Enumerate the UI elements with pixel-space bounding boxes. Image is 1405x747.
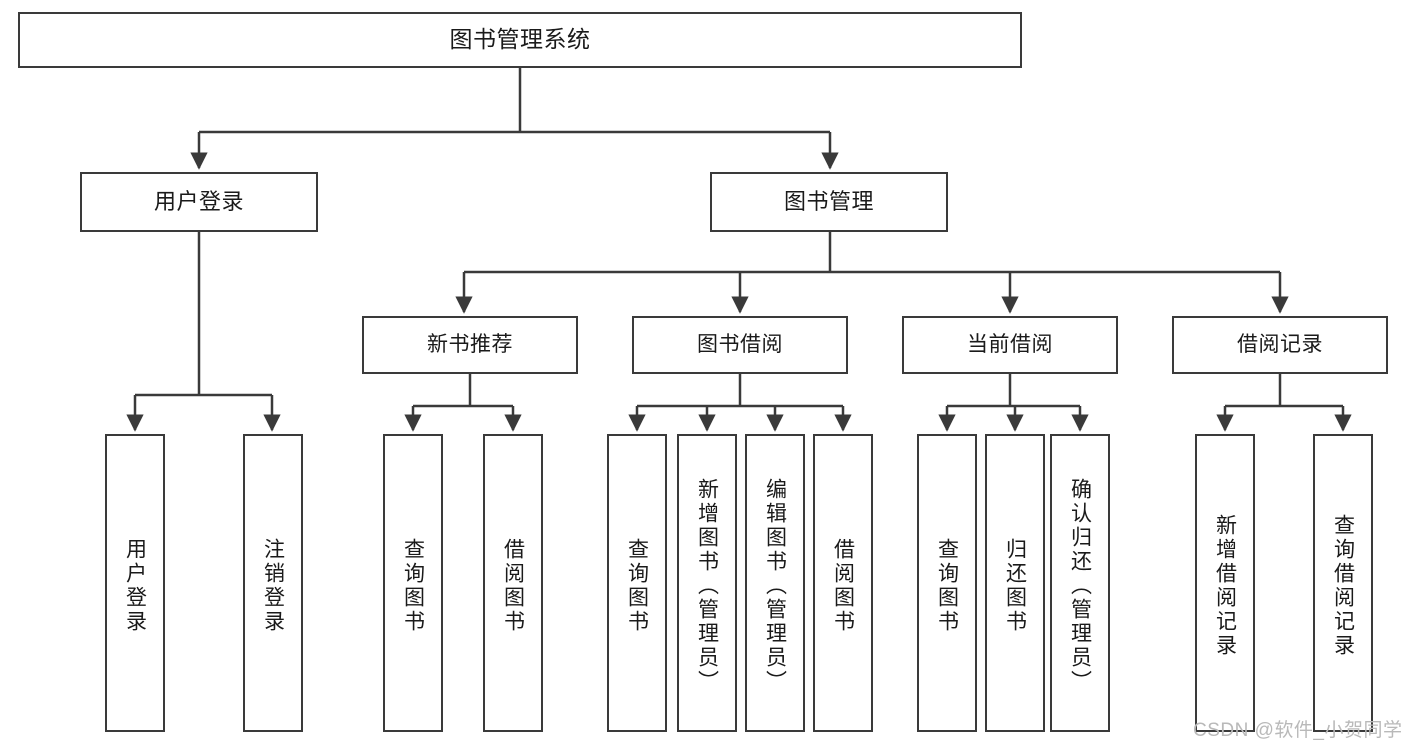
node-label: 确认归还（管理员） — [1068, 478, 1092, 694]
node-label: 归还图书 — [1003, 538, 1027, 634]
leaf-query-borrow-record[interactable]: 查询借阅记录 — [1313, 434, 1373, 732]
node-label: 新增图书（管理员） — [695, 478, 719, 694]
node-label: 编辑图书（管理员） — [763, 478, 787, 694]
leaf-add-borrow-record[interactable]: 新增借阅记录 — [1195, 434, 1255, 732]
leaf-borrow-books-new[interactable]: 借阅图书 — [483, 434, 543, 732]
leaf-add-book-admin[interactable]: 新增图书（管理员） — [677, 434, 737, 732]
node-label: 新增借阅记录 — [1213, 514, 1237, 658]
node-book-borrowing[interactable]: 图书借阅 — [632, 316, 848, 374]
node-user-login[interactable]: 用户登录 — [80, 172, 318, 232]
node-label: 图书管理 — [783, 189, 874, 215]
leaf-edit-book-admin[interactable]: 编辑图书（管理员） — [745, 434, 805, 732]
leaf-return-books[interactable]: 归还图书 — [985, 434, 1045, 732]
node-label: 查询图书 — [401, 538, 425, 634]
node-new-book-recommendation[interactable]: 新书推荐 — [362, 316, 578, 374]
node-label: 借阅记录 — [1237, 332, 1323, 356]
node-label: 查询图书 — [625, 538, 649, 634]
node-label: 用户登录 — [153, 189, 244, 215]
leaf-logout[interactable]: 注销登录 — [243, 434, 303, 732]
leaf-query-books-current[interactable]: 查询图书 — [917, 434, 977, 732]
node-book-management[interactable]: 图书管理 — [710, 172, 948, 232]
leaf-user-login[interactable]: 用户登录 — [105, 434, 165, 732]
node-label: 查询借阅记录 — [1331, 514, 1355, 658]
leaf-borrow-books[interactable]: 借阅图书 — [813, 434, 873, 732]
node-label: 借阅图书 — [831, 538, 855, 634]
node-label: 图书管理系统 — [449, 26, 591, 53]
node-label: 用户登录 — [123, 538, 147, 634]
node-label: 图书借阅 — [697, 332, 783, 356]
leaf-query-books-new[interactable]: 查询图书 — [383, 434, 443, 732]
node-current-borrowing[interactable]: 当前借阅 — [902, 316, 1118, 374]
node-label: 当前借阅 — [967, 332, 1053, 356]
leaf-query-books-borrow[interactable]: 查询图书 — [607, 434, 667, 732]
node-label: 注销登录 — [261, 538, 285, 634]
node-borrowing-records[interactable]: 借阅记录 — [1172, 316, 1388, 374]
node-label: 新书推荐 — [427, 332, 513, 356]
node-label: 查询图书 — [935, 538, 959, 634]
node-label: 借阅图书 — [501, 538, 525, 634]
node-root-library-management-system[interactable]: 图书管理系统 — [18, 12, 1022, 68]
watermark: CSDN @软件_小贺同学 — [1193, 720, 1403, 741]
leaf-confirm-return-admin[interactable]: 确认归还（管理员） — [1050, 434, 1110, 732]
